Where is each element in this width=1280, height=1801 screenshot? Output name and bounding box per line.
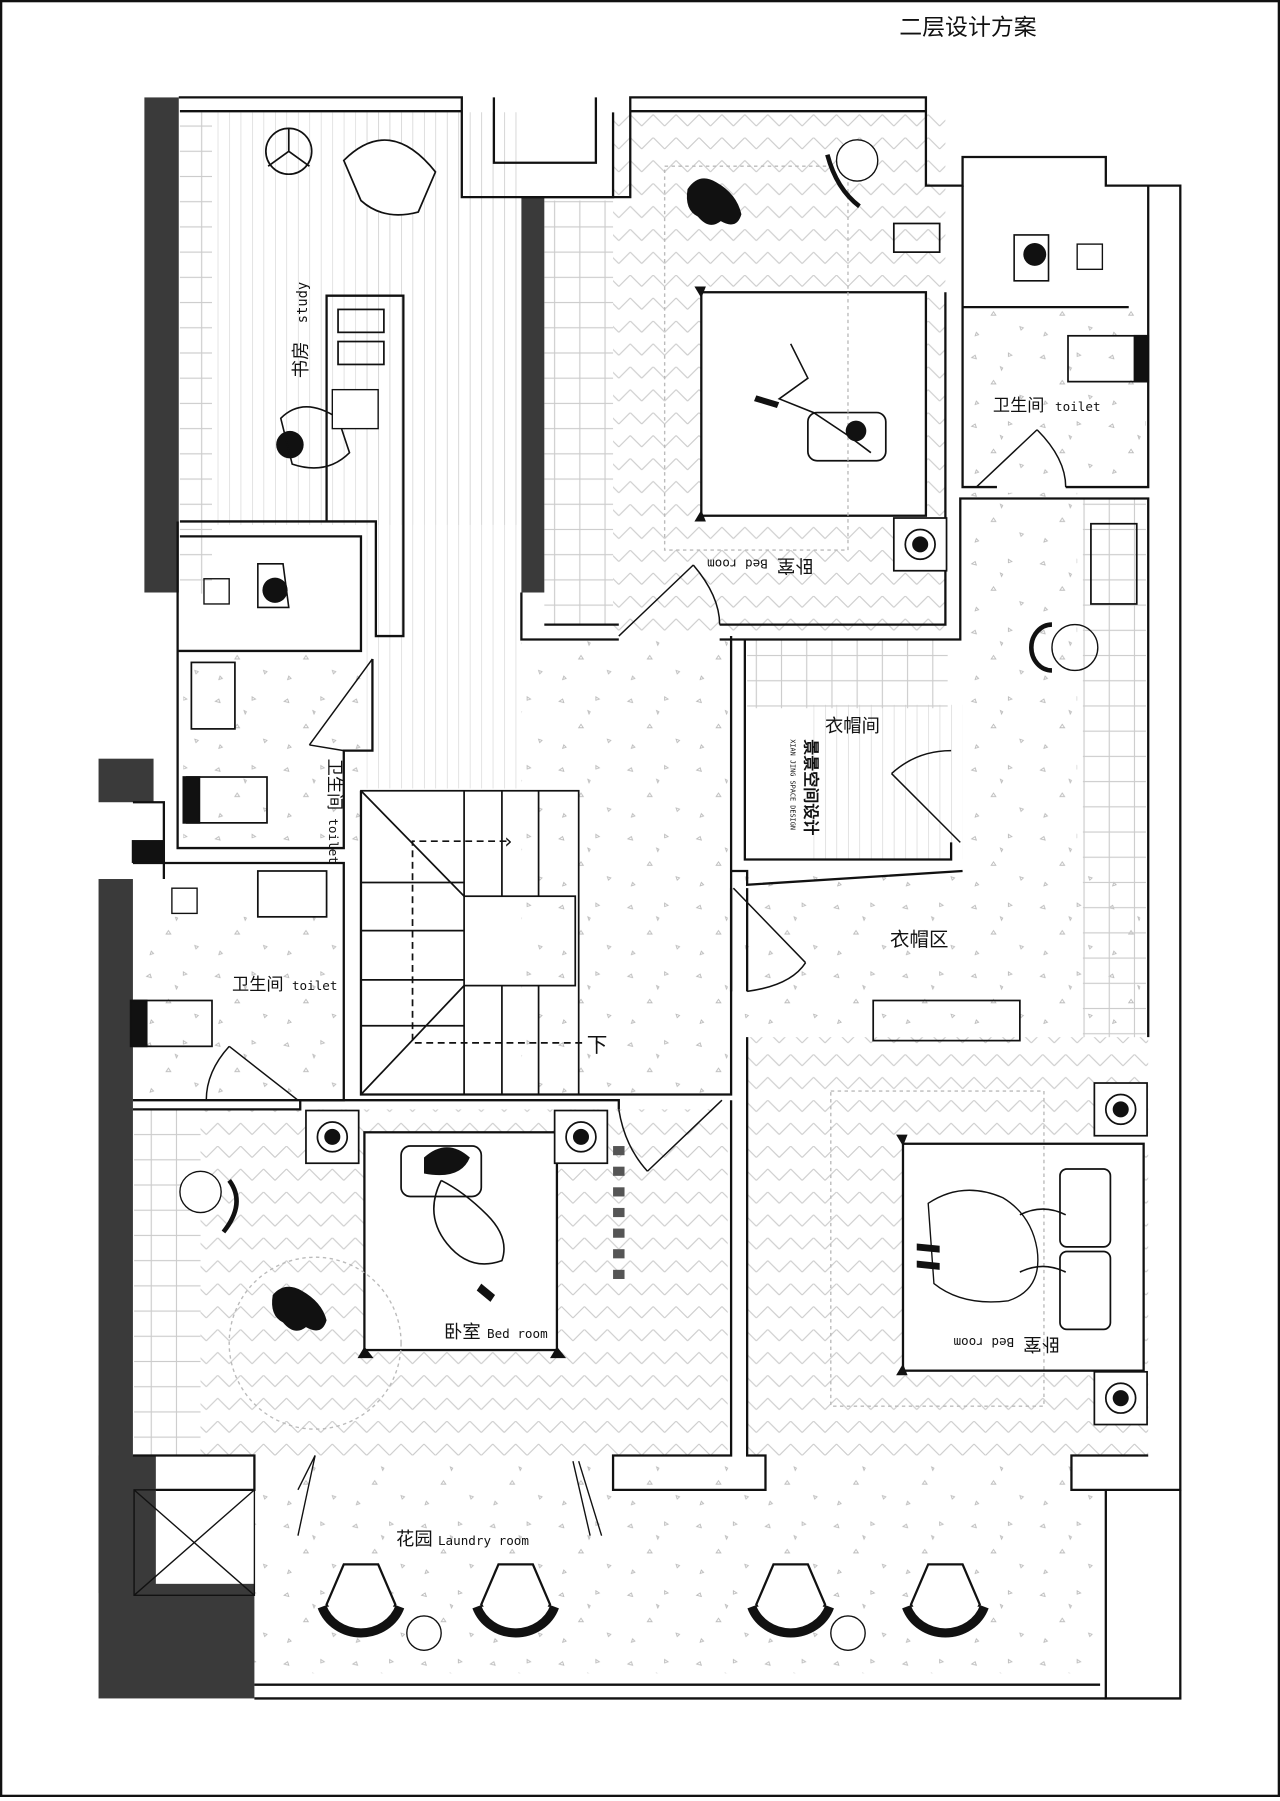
pillows <box>400 411 1112 1331</box>
door-toilet-right[interactable] <box>975 429 1067 488</box>
southwest-pier <box>98 1455 156 1594</box>
toilet-right-label-en: toilet <box>1055 399 1100 414</box>
staircase[interactable] <box>360 789 585 1096</box>
stair-down-label: 下 <box>587 1033 608 1057</box>
person-toilet-right-head <box>1023 242 1047 266</box>
bed-top <box>700 291 928 517</box>
garden-floor <box>254 1461 1101 1674</box>
door-cloakroom[interactable] <box>891 749 961 843</box>
side-table <box>830 1615 866 1651</box>
armchair-icon <box>342 139 437 216</box>
person-left-feet <box>476 1283 496 1302</box>
toilet-lower-floor <box>134 916 347 1101</box>
door-toilet-lower[interactable] <box>205 1045 299 1101</box>
study-furniture <box>264 127 437 430</box>
brand-en: XIAN JING SPACE DESIGN <box>789 739 797 830</box>
people-outlines <box>257 234 1067 1273</box>
door-cloak-area[interactable] <box>732 887 807 993</box>
bedroom-top-label: 卧室 Bed room <box>707 554 814 575</box>
brand-cn: 景景空间设计 <box>802 739 821 835</box>
bedroom-top-label-cn: 卧室 <box>777 554 814 575</box>
cloakroom-floor <box>813 704 963 860</box>
bed-corner-marks <box>357 286 908 1376</box>
toilet-lower-label-cn: 卫生间 <box>232 975 284 995</box>
brand-stamp: 景景空间设计 <box>802 739 821 835</box>
fixtures <box>129 222 1150 1048</box>
west-wall-block <box>98 758 154 803</box>
floor-lamp-icon <box>305 517 1148 1426</box>
bedroom-right-label-cn: 卧室 <box>1023 1333 1060 1354</box>
study-label-en: study <box>295 282 311 323</box>
dog-rug-icon <box>272 178 742 1331</box>
rug-outlines <box>228 165 1045 1430</box>
garden-label-cn: 花园 <box>396 1529 433 1550</box>
page-title: 二层设计方案 <box>899 15 1037 41</box>
wall-outlines <box>132 96 1182 1700</box>
cloak-area-floor <box>744 870 1141 1038</box>
garden-chairs <box>317 1563 989 1651</box>
person-study-head <box>276 430 304 459</box>
bedroom-top-label-en: Bed room <box>707 556 768 571</box>
toilet-vertical-floor <box>183 647 367 849</box>
cloakroom-shelf-grid <box>747 639 948 709</box>
bedroom-left-label-cn: 卧室 <box>444 1322 481 1343</box>
toilet-vertical-label-en: toilet <box>326 818 341 864</box>
door-bedroom-top[interactable] <box>618 564 721 637</box>
side-table <box>406 1615 442 1651</box>
bedroom-top-wall <box>521 197 545 593</box>
people <box>262 242 1047 1302</box>
hall-floor <box>521 636 728 1095</box>
right-wardrobe-grid <box>1082 498 1146 1038</box>
small-fixtures <box>171 139 1104 1234</box>
bedroom-top-grid <box>544 200 614 625</box>
toilet-right-label-cn: 卫生间 <box>993 396 1045 416</box>
bedroom-right-label-en: Bed room <box>953 1335 1014 1350</box>
person-top-leg <box>754 395 780 408</box>
cloak-area-label: 衣帽区 <box>890 928 948 951</box>
toilet-vertical-label: 卫生间 toilet <box>324 759 344 864</box>
stair-arrow-icon: › <box>504 829 512 853</box>
study-label-cn: 书房 <box>291 342 312 379</box>
cloakroom-label: 衣帽间 <box>825 716 880 737</box>
curtain-marks <box>613 1146 625 1279</box>
dog-top <box>686 178 742 225</box>
door-bedroom-left[interactable] <box>618 1099 723 1172</box>
study-label: 书房 study <box>291 282 312 378</box>
person-toilet-head <box>262 577 288 603</box>
doors[interactable] <box>205 429 1067 1172</box>
dog-left <box>272 1286 327 1331</box>
west-wall-upper <box>144 97 179 593</box>
duvet <box>927 1189 1039 1303</box>
southwest-wall <box>98 1583 255 1699</box>
west-wall-pier <box>131 840 164 863</box>
garden-sliding-doors[interactable] <box>133 1455 603 1596</box>
bedroom-left-grid <box>134 1109 201 1456</box>
toilet-lower-label-en: toilet <box>292 978 337 993</box>
bedroom-right-label: 卧室 Bed room <box>953 1333 1060 1354</box>
bedroom-left-label-en: Bed room <box>487 1326 548 1341</box>
door-toilet-vertical[interactable] <box>308 658 374 752</box>
right-corridor-floor <box>962 492 1078 871</box>
laptop-icon <box>331 388 379 430</box>
person-top-head <box>845 420 867 442</box>
left-grid-strip <box>179 112 212 594</box>
person-right-feet <box>916 1243 940 1270</box>
toilet-vertical-label-cn: 卫生间 <box>324 759 344 811</box>
person-left-hair <box>423 1147 470 1176</box>
corridor-planks <box>366 112 522 789</box>
garden-label-en: Laundry room <box>438 1533 529 1548</box>
brand-stamp-en: XIAN JING SPACE DESIGN <box>789 739 797 830</box>
